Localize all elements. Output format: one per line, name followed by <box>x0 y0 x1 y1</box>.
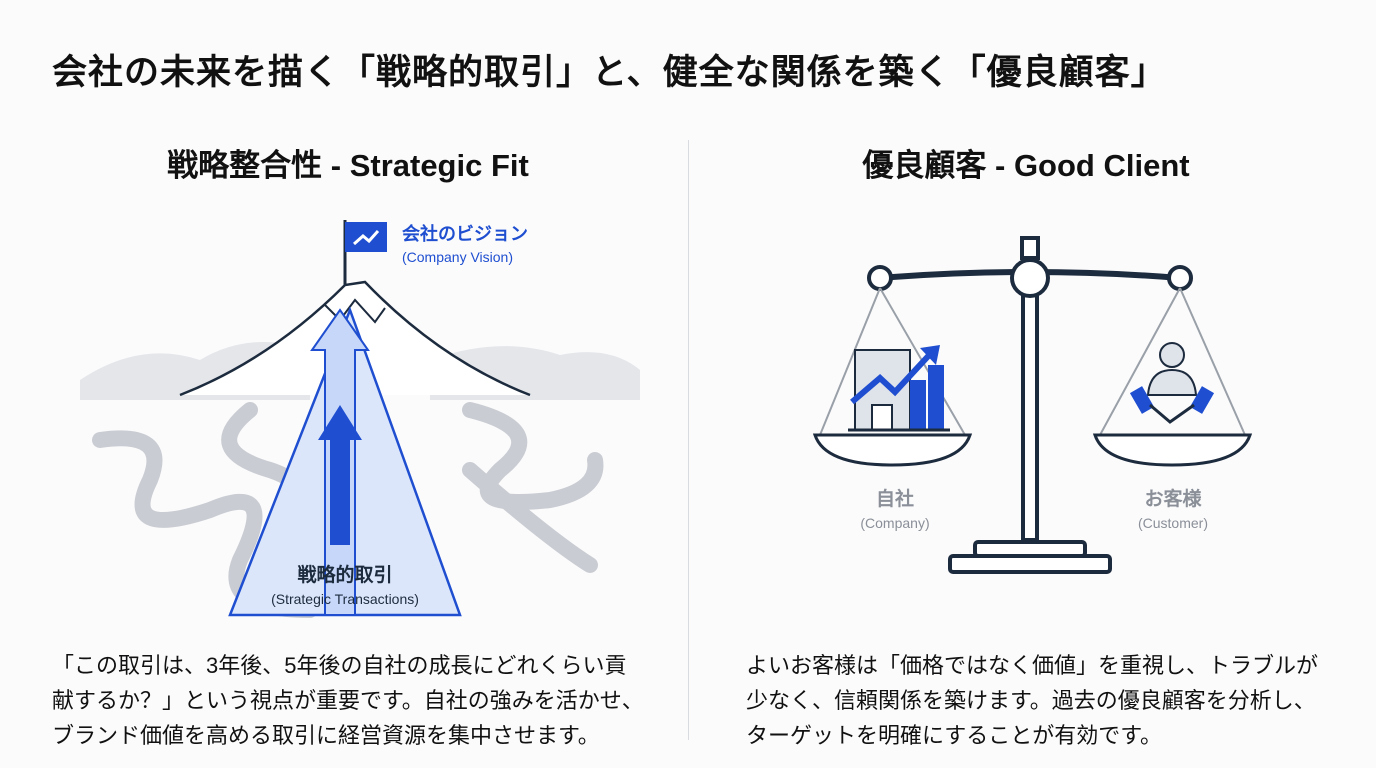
right-pan <box>1092 433 1253 467</box>
scale-base <box>948 554 1112 574</box>
strategic-fit-description: 「この取引は、3年後、5年後の自社の成長にどれくらい貢 献するか？」という視点が… <box>52 648 644 753</box>
handshake-icon <box>1129 342 1215 424</box>
vision-sublabel: (Company Vision) <box>402 249 514 265</box>
good-client-heading: 優良顧客 - Good Client <box>862 148 1190 183</box>
customer-label: お客様 <box>1144 489 1202 510</box>
scale-pivot <box>1010 258 1050 298</box>
balance-scale-illustration <box>812 236 1253 574</box>
mountain-illustration <box>80 220 640 618</box>
description-line: 献するか？」という視点が重要です。自社の強みを活かせ、 <box>52 688 644 713</box>
page-title: 会社の未来を描く「戦略的取引」と、健全な関係を築く「優良顧客」 <box>52 53 1167 92</box>
description-line: ブランド価値を高める取引に経営資源を集中させます。 <box>52 723 600 748</box>
company-sublabel: (Company) <box>860 515 930 531</box>
description-line: 「この取引は、3年後、5年後の自社の成長にどれくらい貢 <box>52 653 627 678</box>
growth-chart-icon <box>848 345 950 432</box>
strategic-arrow <box>318 405 362 545</box>
description-line: 少なく、信頼関係を築けます。過去の優良顧客を分析し、 <box>746 688 1316 713</box>
divider <box>688 140 689 740</box>
left-pan <box>812 433 973 467</box>
strategic-transactions-label: 戦略的取引 <box>297 565 393 586</box>
description-line: よいお客様は「価格ではなく価値」を重視し、トラブルが <box>746 653 1319 678</box>
scale-pillar <box>1021 288 1039 542</box>
strategic-transactions-sublabel: (Strategic Transactions) <box>271 591 419 607</box>
good-client-description: よいお客様は「価格ではなく価値」を重視し、トラブルが 少なく、信頼関係を築けます… <box>746 648 1318 753</box>
description-line: ターゲットを明確にすることが有効です。 <box>746 723 1163 748</box>
customer-sublabel: (Customer) <box>1137 515 1208 531</box>
vision-label: 会社のビジョン <box>402 224 528 244</box>
strategic-fit-heading: 戦略整合性 - Strategic Fit <box>167 148 529 183</box>
company-label: 自社 <box>875 489 914 510</box>
